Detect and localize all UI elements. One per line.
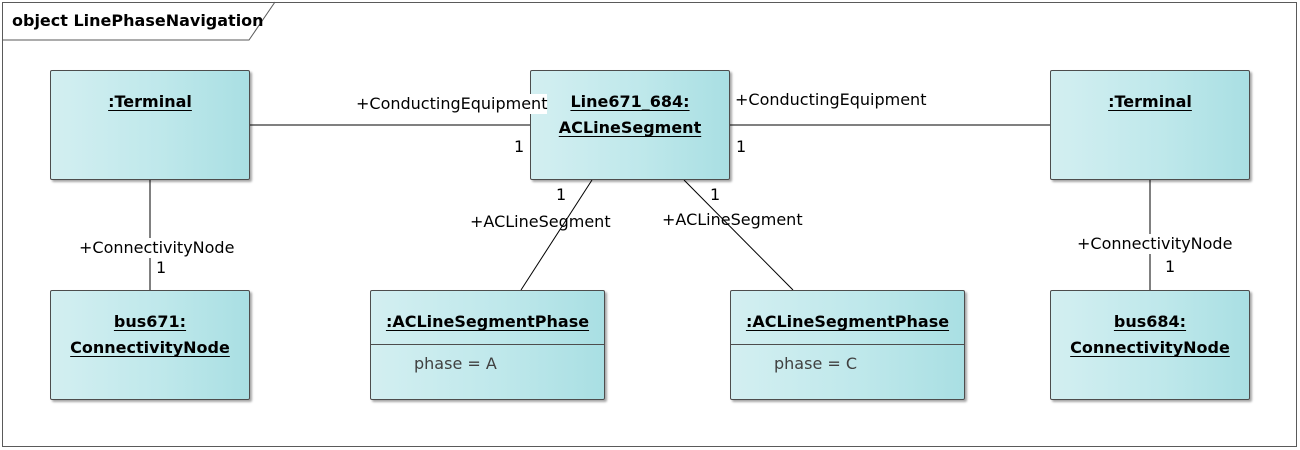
acline-segment-instance: Line671_684: [570, 92, 690, 111]
left-link-multiplicity: 1 [514, 137, 525, 156]
bus671-instance: bus671: [113, 312, 187, 331]
phase-c-object[interactable]: :ACLineSegmentPhase phase = C [730, 290, 965, 400]
phase-a-attribute: phase = A [414, 354, 497, 373]
phase-c-link-multiplicity: 1 [710, 185, 721, 204]
link-line-to-phase-a[interactable] [520, 179, 593, 291]
link-line-to-phase-c[interactable] [683, 179, 794, 291]
phase-a-divider [371, 344, 604, 345]
bus684-object[interactable]: bus684: ConnectivityNode [1050, 290, 1250, 400]
right-link-multiplicity: 1 [736, 137, 747, 156]
right-bus-link-multiplicity: 1 [1165, 257, 1176, 276]
bus684-instance: bus684: [1113, 312, 1187, 331]
phase-c-attribute: phase = C [774, 354, 858, 373]
phase-c-divider [731, 344, 964, 345]
diagram-title: object LinePhaseNavigation [12, 11, 264, 30]
phase-c-name: :ACLineSegmentPhase [745, 312, 950, 331]
phase-a-object[interactable]: :ACLineSegmentPhase phase = A [370, 290, 605, 400]
terminal-left-name: :Terminal [108, 92, 192, 111]
bus671-class: ConnectivityNode [70, 338, 230, 357]
phase-a-name: :ACLineSegmentPhase [385, 312, 590, 331]
right-link-role: +ConductingEquipment [735, 90, 927, 109]
phase-a-link-multiplicity: 1 [556, 185, 567, 204]
right-bus-link-role: +ConnectivityNode [1077, 234, 1233, 254]
left-bus-link-multiplicity: 1 [156, 258, 167, 277]
bus671-object[interactable]: bus671: ConnectivityNode [50, 290, 250, 400]
terminal-left-object[interactable]: :Terminal [50, 70, 250, 180]
left-bus-link-role: +ConnectivityNode [79, 238, 235, 258]
terminal-right-object[interactable]: :Terminal [1050, 70, 1250, 180]
terminal-right-name: :Terminal [1108, 92, 1192, 111]
phase-c-link-role: +ACLineSegment [662, 210, 803, 229]
bus684-class: ConnectivityNode [1070, 338, 1230, 357]
acline-segment-object[interactable]: Line671_684: ACLineSegment [530, 70, 730, 180]
phase-a-link-role: +ACLineSegment [470, 212, 611, 231]
frame-tab [2, 1, 276, 41]
left-link-role: +ConductingEquipment [356, 94, 548, 114]
acline-segment-class: ACLineSegment [558, 118, 702, 137]
